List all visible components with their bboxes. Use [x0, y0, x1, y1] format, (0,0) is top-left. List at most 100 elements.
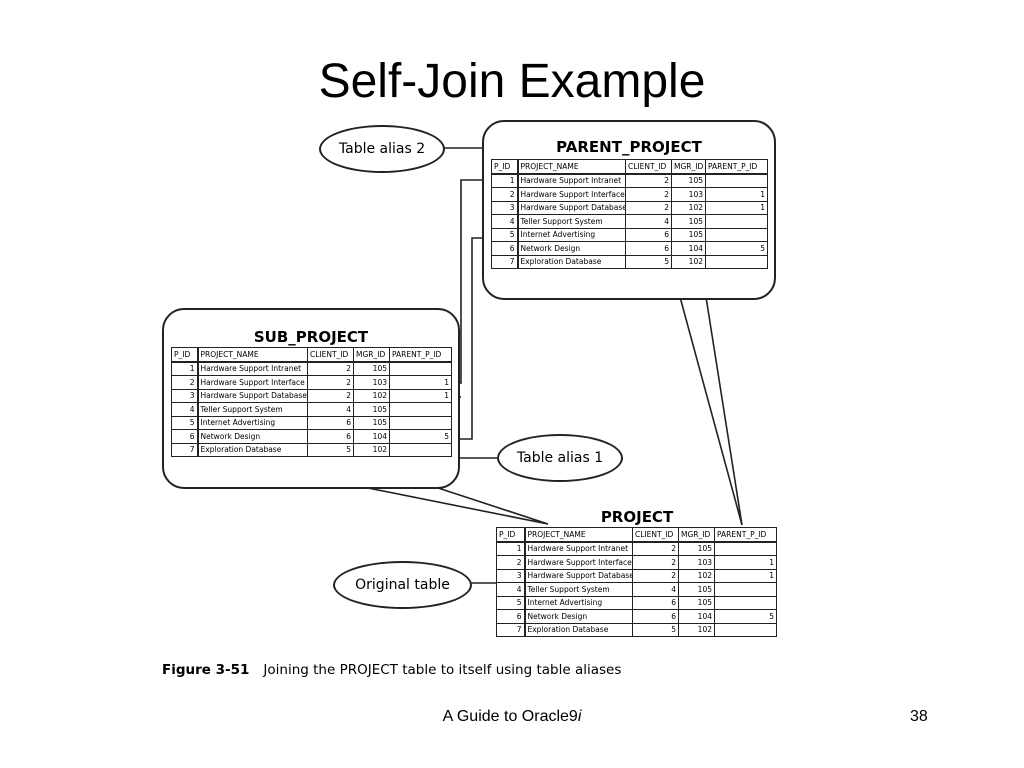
column-header: P_ID: [496, 527, 526, 543]
table-cell: 102: [678, 622, 715, 637]
table-cell: 1: [171, 361, 199, 376]
table-cell: 6: [632, 595, 679, 610]
column-header: MGR_ID: [671, 159, 706, 175]
table-cell: Teller Support System: [524, 582, 633, 597]
column-header: PROJECT_NAME: [197, 347, 308, 363]
table-cell: 104: [353, 429, 390, 444]
table-cell: 102: [671, 200, 706, 215]
table-cell: 105: [353, 361, 390, 376]
table-cell: Hardware Support Database: [524, 568, 633, 583]
table-cell: 4: [625, 214, 672, 229]
table-cell: 102: [353, 388, 390, 403]
table-cell: Hardware Support Database: [517, 200, 626, 215]
table-cell: [705, 227, 768, 242]
column-header: MGR_ID: [678, 527, 715, 543]
table-cell: 2: [625, 187, 672, 202]
table-cell: 105: [678, 595, 715, 610]
column-header: MGR_ID: [353, 347, 390, 363]
table-cell: 4: [307, 402, 354, 417]
table-cell: 105: [671, 214, 706, 229]
slide-title: Self-Join Example: [318, 55, 706, 108]
table-cell: 1: [491, 173, 519, 188]
table-cell: 103: [671, 187, 706, 202]
table-cell: 1: [389, 388, 452, 403]
column-header: CLIENT_ID: [307, 347, 354, 363]
table-cell: 2: [307, 375, 354, 390]
table-cell: 2: [491, 187, 519, 202]
table-cell: 3: [496, 568, 526, 583]
figure-label: Figure 3-51: [162, 662, 250, 678]
table-cell: [389, 442, 452, 457]
table-cell: 2: [632, 541, 679, 556]
table-cell: 5: [389, 429, 452, 444]
table-cell: 2: [625, 200, 672, 215]
table-cell: 104: [671, 241, 706, 256]
table-cell: Internet Advertising: [524, 595, 633, 610]
table-cell: 3: [171, 388, 199, 403]
table-cell: Hardware Support Interface: [517, 187, 626, 202]
table-cell: [714, 622, 777, 637]
table-cell: 7: [491, 254, 519, 269]
table-cell: 6: [171, 429, 199, 444]
table-cell: 2: [632, 555, 679, 570]
table-cell: [705, 173, 768, 188]
table-cell: 1: [714, 568, 777, 583]
table-cell: Hardware Support Database: [197, 388, 308, 403]
column-header: PROJECT_NAME: [524, 527, 633, 543]
table-cell: [389, 361, 452, 376]
table-cell: 105: [671, 227, 706, 242]
table-cell: Internet Advertising: [197, 415, 308, 430]
table-cell: Network Design: [524, 609, 633, 624]
footer-book-title: A Guide to Oracle9i: [0, 708, 1024, 726]
column-header: CLIENT_ID: [625, 159, 672, 175]
table-cell: 2: [496, 555, 526, 570]
table-cell: 1: [705, 187, 768, 202]
table-cell: 2: [307, 388, 354, 403]
table-cell: 102: [353, 442, 390, 457]
table-cell: [714, 582, 777, 597]
column-header: P_ID: [171, 347, 199, 363]
table-cell: 5: [714, 609, 777, 624]
table-cell: [705, 254, 768, 269]
table-cell: 5: [625, 254, 672, 269]
parent-project-title: PARENT_PROJECT: [556, 138, 702, 156]
table-cell: 5: [491, 227, 519, 242]
table-cell: 105: [678, 541, 715, 556]
table-cell: [705, 214, 768, 229]
table-cell: 105: [353, 402, 390, 417]
table-cell: 4: [632, 582, 679, 597]
table-cell: 7: [496, 622, 526, 637]
table-cell: 4: [491, 214, 519, 229]
column-header: P_ID: [491, 159, 519, 175]
table-cell: Teller Support System: [517, 214, 626, 229]
table-cell: [389, 415, 452, 430]
table-cell: 4: [171, 402, 199, 417]
table-cell: Hardware Support Interface: [524, 555, 633, 570]
table-cell: Exploration Database: [524, 622, 633, 637]
table-cell: 1: [496, 541, 526, 556]
table-cell: 3: [491, 200, 519, 215]
table-cell: Hardware Support Intranet: [197, 361, 308, 376]
table-cell: 6: [625, 227, 672, 242]
table-cell: 4: [496, 582, 526, 597]
table-cell: Hardware Support Interface: [197, 375, 308, 390]
table-cell: Hardware Support Intranet: [524, 541, 633, 556]
